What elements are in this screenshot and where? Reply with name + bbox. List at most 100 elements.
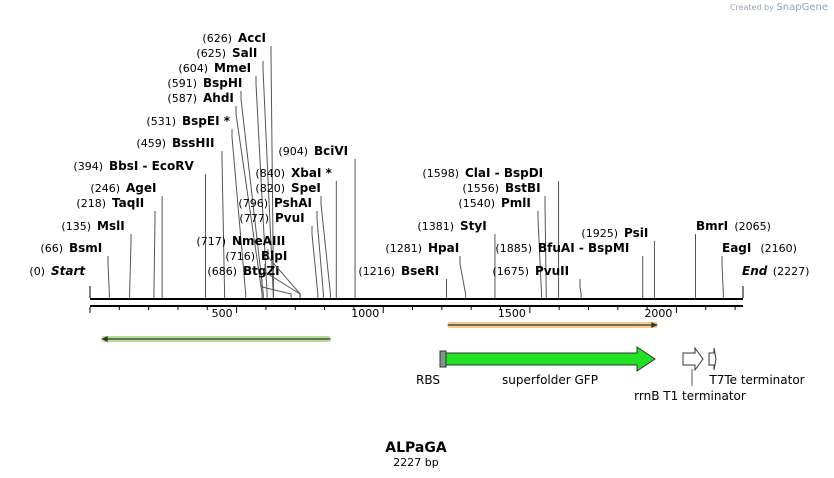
site-psii[interactable]: (1925) PsiI — [581, 226, 655, 298]
site-name: NmeAIII — [232, 234, 285, 248]
site-name: ClaI - BspDI — [465, 166, 543, 180]
feature-rrnb-t1-terminator[interactable]: rrnB T1 terminator — [634, 346, 746, 403]
site-name: BseRI — [401, 264, 439, 278]
site-bspei[interactable]: (531)BspEI * — [146, 114, 247, 298]
brand-prefix: Created by — [729, 3, 774, 12]
site-bsmi[interactable]: (66)BsmI — [40, 241, 110, 298]
site-position: (1885) — [495, 242, 532, 255]
site-agei[interactable]: (246) AgeI — [90, 181, 163, 298]
site-name: BfuAI - BspMI — [538, 241, 629, 255]
site-position: (2227) — [773, 265, 810, 278]
site-position: (1675) — [492, 265, 529, 278]
site-pshai[interactable]: (796) PshAI — [238, 196, 324, 298]
site-line — [579, 279, 582, 298]
site-position: (1281) — [385, 242, 422, 255]
site-name: BlpI — [261, 249, 287, 263]
site-bcivi[interactable]: (904) BciVI — [278, 144, 356, 298]
backbone-top-strand — [90, 298, 743, 300]
feature-label: rrnB T1 terminator — [634, 389, 746, 403]
site-start[interactable]: (0)Start — [29, 264, 91, 298]
site-line — [311, 226, 319, 298]
site-name: SpeI — [291, 181, 321, 195]
site-name: StyI — [460, 219, 487, 233]
site-pmli[interactable]: (1540)PmlI — [458, 196, 543, 298]
site-name: BtgZI — [243, 264, 280, 278]
site-position: (777) — [239, 212, 269, 225]
site-bfuai[interactable]: (1885) BfuAI - BspMI — [495, 241, 644, 298]
site-name: XbaI * — [291, 166, 333, 180]
terminator-arrow — [708, 347, 717, 371]
site-name: SalI — [232, 46, 257, 60]
rbs-box — [439, 350, 447, 368]
site-name: BstBI — [505, 181, 541, 195]
site-ahdi[interactable]: (587)AhdI — [167, 91, 263, 298]
site-bstbi[interactable]: (1556)BstBI — [462, 181, 547, 298]
restriction-sites: (0)Start(66)BsmI(135)MslI(218)TaqII(246)… — [29, 31, 809, 298]
site-bmri[interactable]: BmrI(2065) — [694, 219, 771, 298]
site-mmei[interactable]: (604)MmeI — [178, 61, 268, 298]
site-position: (796) — [238, 197, 268, 210]
feature-rbs[interactable]: RBS — [416, 350, 447, 387]
site-xbai[interactable]: (840)XbaI * — [255, 166, 337, 298]
site-line — [231, 129, 247, 298]
site-styi[interactable]: (1381) StyI — [417, 219, 496, 298]
site-name: MslI — [97, 219, 125, 233]
site-position: (904) — [278, 145, 308, 158]
primer-forward[interactable] — [447, 322, 658, 328]
site-line — [544, 196, 547, 298]
site-end[interactable]: End (2227) — [742, 264, 809, 298]
site-name: BciVI — [314, 144, 348, 158]
site-position: (604) — [178, 62, 208, 75]
site-bsphi[interactable]: (591)BspHI — [167, 76, 264, 298]
site-sali[interactable]: (625) SalI — [196, 46, 274, 298]
site-name: AgeI — [126, 181, 156, 195]
site-pvui[interactable]: (777)PvuI — [239, 211, 319, 298]
site-spei[interactable]: (820)SpeI — [255, 181, 331, 298]
site-name: PvuII — [535, 264, 569, 278]
primers — [101, 322, 658, 342]
site-nmeaiii[interactable]: (717) NmeAIII — [196, 234, 301, 298]
features: RBS superfolder GFP rrnB T1 terminator T7Te… — [416, 346, 805, 403]
site-acci[interactable]: (626)AccI — [202, 31, 275, 298]
site-name: BspEI * — [182, 114, 231, 128]
site-line — [537, 211, 543, 298]
site-position: (246) — [90, 182, 120, 195]
site-line — [270, 46, 275, 298]
feature-t7te-terminator[interactable]: T7Te terminator — [708, 347, 805, 387]
site-line — [221, 151, 226, 298]
site-bbsi[interactable]: (394)BbsI - EcoRV — [73, 159, 207, 298]
site-eagi[interactable]: EagI(2160) — [721, 241, 797, 298]
site-position: (1216) — [358, 265, 395, 278]
site-position: (717) — [196, 235, 226, 248]
site-bseri[interactable]: (1216) BseRI — [358, 264, 448, 298]
site-name: End — [742, 264, 768, 278]
site-name: PsiI — [624, 226, 648, 240]
site-name: HpaI — [428, 241, 459, 255]
feature-label: RBS — [416, 373, 440, 387]
site-bsshii[interactable]: (459)BssHII — [136, 136, 226, 298]
site-line — [107, 256, 110, 298]
site-msli[interactable]: (135)MslI — [61, 219, 132, 298]
site-position: (459) — [136, 137, 166, 150]
gfp-arrow — [445, 346, 656, 372]
site-btgzi[interactable]: (686)BtgZI — [207, 264, 292, 298]
site-hpai[interactable]: (1281) HpaI — [385, 241, 467, 298]
site-name: PshAI — [274, 196, 312, 210]
site-name: BmrI — [696, 219, 728, 233]
site-position: (394) — [73, 160, 103, 173]
ruler-tick-label: 1500 — [498, 307, 526, 320]
site-position: (625) — [196, 47, 226, 60]
site-position: (1925) — [581, 227, 618, 240]
primer-reverse[interactable] — [101, 336, 331, 342]
feature-label: T7Te terminator — [708, 373, 804, 387]
ruler-tick-label: 1000 — [351, 307, 379, 320]
site-name: EagI — [722, 241, 751, 255]
feature-superfolder-gfp[interactable]: superfolder GFP — [445, 346, 656, 387]
site-position: (1381) — [417, 220, 454, 233]
site-line — [459, 256, 467, 298]
site-taqii[interactable]: (218)TaqII — [76, 196, 156, 298]
site-pvuii[interactable]: (1675) PvuII — [492, 264, 582, 298]
site-clai[interactable]: (1598)ClaI - BspDI — [422, 166, 560, 298]
ruler-tick-label: 500 — [212, 307, 233, 320]
